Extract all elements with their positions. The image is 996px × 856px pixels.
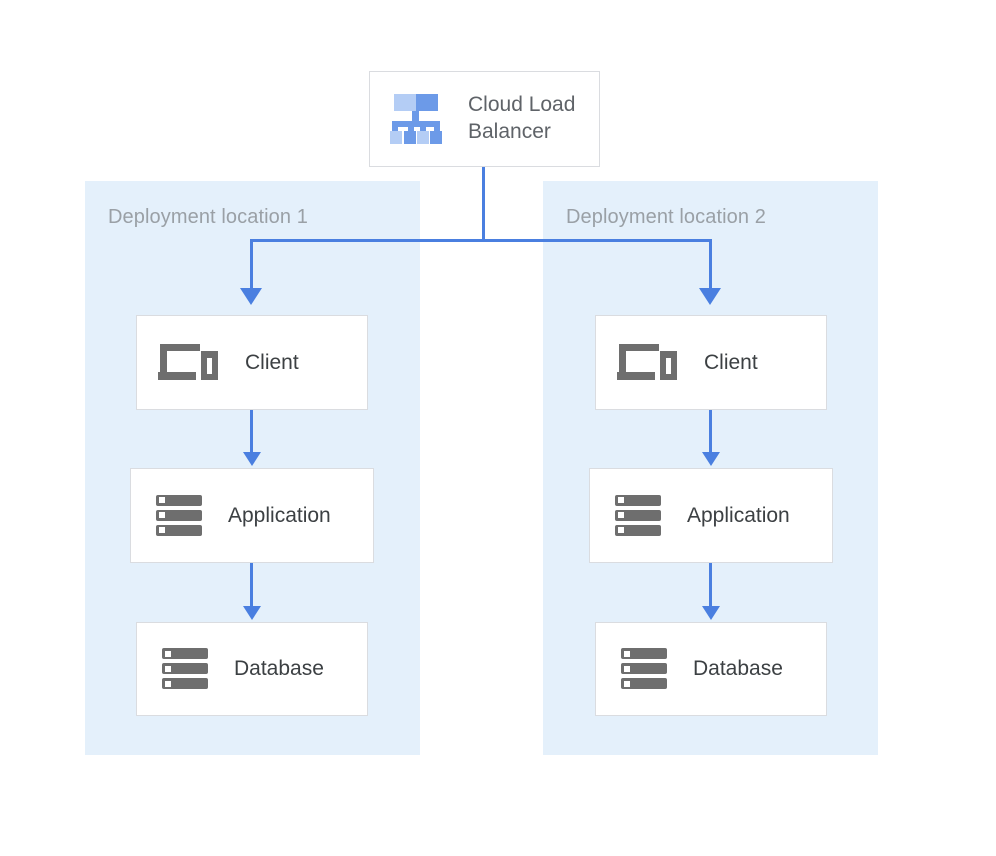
node-client-2[interactable]: Client bbox=[595, 315, 827, 410]
devices-icon bbox=[617, 340, 677, 386]
node-label-client-2: Client bbox=[704, 350, 758, 374]
arrowhead-client-2-to-application-2 bbox=[702, 452, 720, 466]
node-label-application-1: Application bbox=[228, 503, 331, 527]
arrowhead-lb-to-client-1 bbox=[240, 288, 262, 305]
connector-lb-to-client-2 bbox=[709, 239, 712, 289]
node-label-cloud-load-balancer: Cloud Load Balancer bbox=[468, 93, 576, 143]
connector-application-2-to-database-2 bbox=[709, 563, 712, 608]
arrowhead-client-1-to-application-1 bbox=[243, 452, 261, 466]
connector-lb-to-client-1 bbox=[250, 239, 253, 289]
connector-client-2-to-application-2 bbox=[709, 410, 712, 454]
server-icon bbox=[615, 493, 661, 539]
node-label-client-1: Client bbox=[245, 350, 299, 374]
server-icon bbox=[162, 646, 208, 692]
node-label-database-1: Database bbox=[234, 657, 324, 680]
connector-lb-trunk bbox=[482, 166, 485, 242]
node-database-2[interactable]: Database bbox=[595, 622, 827, 716]
node-label-application-2: Application bbox=[687, 503, 790, 527]
connector-lb-bus bbox=[250, 239, 712, 242]
region-label-location-2: Deployment location 2 bbox=[566, 206, 766, 228]
node-database-1[interactable]: Database bbox=[136, 622, 368, 716]
node-client-1[interactable]: Client bbox=[136, 315, 368, 410]
node-application-1[interactable]: Application bbox=[130, 468, 374, 563]
load-balancer-hierarchy-icon bbox=[390, 94, 442, 144]
arrowhead-application-1-to-database-1 bbox=[243, 606, 261, 620]
devices-icon bbox=[158, 340, 218, 386]
arrowhead-application-2-to-database-2 bbox=[702, 606, 720, 620]
connector-application-1-to-database-1 bbox=[250, 563, 253, 608]
node-cloud-load-balancer[interactable]: Cloud Load Balancer bbox=[369, 71, 600, 167]
connector-client-1-to-application-1 bbox=[250, 410, 253, 454]
server-icon bbox=[621, 646, 667, 692]
node-application-2[interactable]: Application bbox=[589, 468, 833, 563]
server-icon bbox=[156, 493, 202, 539]
region-label-location-1: Deployment location 1 bbox=[108, 206, 308, 228]
arrowhead-lb-to-client-2 bbox=[699, 288, 721, 305]
node-label-database-2: Database bbox=[693, 657, 783, 680]
